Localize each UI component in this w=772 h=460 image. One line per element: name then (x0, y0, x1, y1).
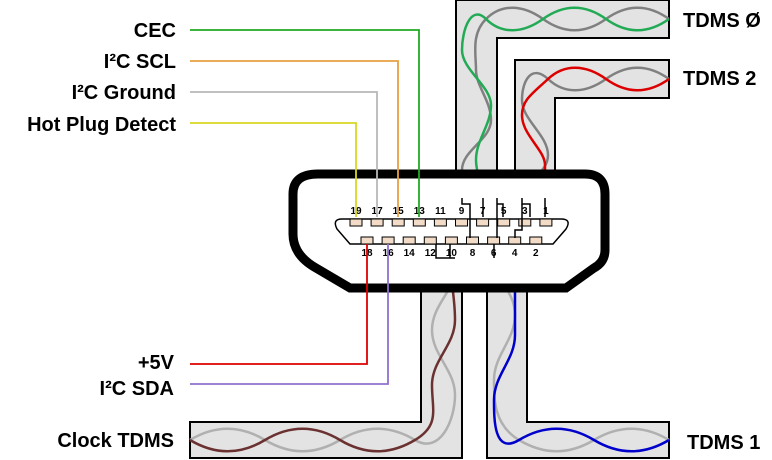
top-pin-pad (497, 218, 511, 227)
top-pin-pad (370, 218, 384, 227)
bottom-pin-number: 10 (446, 248, 458, 259)
hot-plug-detect-label: Hot Plug Detect (27, 114, 176, 136)
top-pin-pad (433, 218, 447, 227)
bottom-pin-pad (381, 236, 395, 245)
top-pin-number: 1 (543, 206, 549, 217)
hot-plug-line (190, 122, 357, 217)
tdms0-twisted-pair (460, 6, 670, 199)
clock-signal-wire (189, 257, 457, 453)
bottom-pin-number: 4 (512, 248, 518, 259)
tdms2-signal-wire (520, 66, 670, 198)
bottom-pin-pad (402, 236, 416, 245)
i2c-sda-line (190, 244, 389, 385)
tdms2-shield-wire (520, 66, 670, 199)
bottom-pin-pad (466, 236, 479, 245)
tdms1-twisted-pair (492, 257, 670, 453)
clock-tdms-twisted-pair (189, 257, 457, 453)
bottom-pin-number: 14 (404, 248, 416, 259)
bottom-pin-pad (508, 236, 522, 245)
i2c-ground-line (190, 91, 378, 217)
cec-line (190, 29, 420, 217)
bottom-pin-number: 12 (425, 248, 437, 259)
top-pin-number: 5 (501, 206, 507, 217)
bottom-pin-number: 8 (470, 248, 476, 259)
bottom-pin-number: 2 (533, 248, 539, 259)
i2c-sda-label: I²C SDA (100, 378, 174, 400)
bottom-pin-pad (444, 236, 458, 245)
bottom-pin-pad (487, 236, 501, 245)
top-pin-number: 3 (522, 206, 528, 217)
bottom-pin-pad (423, 236, 437, 245)
top-pin-number: 11 (435, 206, 446, 217)
tdms1-signal-wire (492, 258, 670, 453)
bottom-pin-pad (360, 236, 374, 245)
plus5v-label: +5V (138, 352, 175, 374)
plus5v-line (190, 244, 368, 365)
i2c-scl-label: I²C SCL (104, 51, 176, 73)
tdms1-label: TDMS 1 (687, 432, 760, 454)
i2c-ground-label: I²C Ground (72, 82, 176, 104)
top-pin-pad (349, 218, 363, 227)
top-pin-pad (391, 218, 405, 227)
i2c-scl-line (190, 60, 399, 217)
cec-label: CEC (134, 20, 176, 42)
tdms0-label: TDMS Ø (683, 10, 761, 32)
top-pin-number: 9 (459, 206, 465, 217)
tdms0-signal-wire (460, 6, 670, 199)
tdms2-twisted-pair (520, 66, 670, 199)
internal-leads (435, 198, 546, 259)
top-pin-pad (476, 218, 490, 227)
tdms2-label: TDMS 2 (683, 68, 756, 90)
clock-tdms-label: Clock TDMS (57, 430, 174, 452)
top-pin-pad (412, 218, 426, 227)
top-pin-pad (518, 218, 532, 227)
bottom-pin-pad (529, 236, 543, 245)
top-pin-pad (539, 218, 553, 227)
signal-leaders (190, 29, 420, 385)
top-pin-pad (455, 218, 468, 227)
